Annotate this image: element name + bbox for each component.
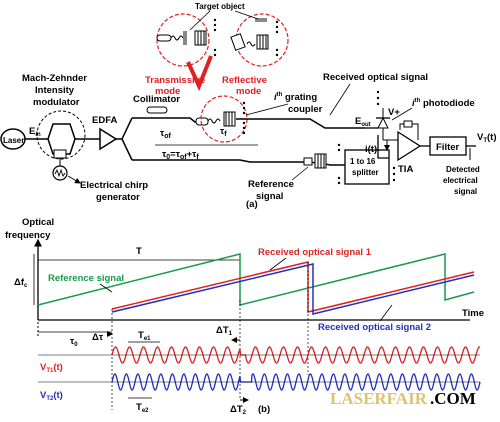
grating-coupler-label-2: coupler	[288, 104, 323, 115]
watermark: LASERFAIR .COM	[330, 389, 476, 408]
mzm-dashed-circle	[36, 110, 86, 160]
received-signal-1-label: Received optical signal 1	[258, 247, 372, 258]
mzm-label-1: Mach-Zehnder	[22, 73, 87, 84]
received-signal-2-sawtooth	[111, 263, 475, 315]
reference-sawtooth	[37, 253, 475, 306]
filter-label: Filter	[436, 142, 460, 153]
caption-a: (a)	[246, 199, 258, 210]
mzm-label-3: modulator	[33, 97, 80, 108]
received-signal-2-label: Received optical signal 2	[318, 322, 431, 333]
caption-b: (b)	[258, 404, 270, 415]
tia-amplifier	[397, 130, 422, 162]
vplus-label: V+	[388, 107, 400, 118]
reference-fiber	[132, 159, 345, 166]
target-object-reflective	[255, 18, 267, 22]
laser-label: Laser	[3, 136, 24, 145]
reflective-mode-label-1: Reflective	[222, 75, 267, 86]
tau-f-label: τf	[220, 126, 227, 138]
mzm-electrode	[53, 149, 67, 159]
splitter-label-2: splitter	[352, 168, 379, 177]
chirp-generator-label-1: Electrical chirp	[80, 180, 148, 191]
grating-coupler-label-1: ith grating	[274, 92, 317, 103]
vt-output-label: VT(t)	[477, 132, 497, 144]
mzm-label-2: Intensity	[35, 85, 75, 96]
reference-signal-label: Reference signal	[48, 273, 124, 284]
transmissive-mode-label-1: Transmissive	[145, 75, 205, 86]
te1-label: Te1	[138, 330, 151, 342]
vt2-label: VT2(t)	[40, 390, 63, 402]
e-in-label: Ein	[29, 126, 41, 138]
edfa-label: EDFA	[92, 115, 117, 126]
time-label: Time	[462, 308, 484, 319]
grating-array-dots	[242, 101, 246, 135]
y-axis-label-2: frequency	[5, 230, 51, 241]
target-object-label: Target object	[195, 2, 245, 11]
transmissive-mode-label-2: mode	[155, 86, 180, 97]
collimator-label: Collimator	[133, 94, 180, 105]
collimator-icon	[146, 106, 168, 114]
e-out-label: Eout	[355, 116, 371, 128]
photodiode-label: ith photodiode	[412, 98, 475, 109]
y-axis-label-1: Optical	[22, 217, 54, 228]
period-label: T	[136, 246, 142, 257]
reference-signal-label-1: Reference	[248, 179, 294, 190]
te2-label: Te2	[136, 402, 149, 414]
detected-label-3: signal	[454, 187, 477, 196]
splitter-label-1: 1 to 16	[350, 157, 376, 166]
delta-tau-label: Δτ	[92, 332, 104, 343]
target-object-transmissive	[183, 31, 187, 45]
chirp-generator-label-2: generator	[96, 192, 140, 203]
part-b-timing-diagram: Optical frequency Time T Δfc Reference s…	[5, 217, 484, 416]
splitter-box	[344, 149, 390, 185]
received-signal-fiber	[236, 118, 365, 129]
vt1-label: VT1(t)	[40, 362, 63, 374]
detected-label-2: electrical	[443, 176, 478, 185]
tau-of-label: τof	[160, 128, 172, 140]
detected-label-1: Detected	[446, 165, 480, 174]
reflective-mode-label-2: mode	[236, 86, 261, 97]
tia-label: TIA	[398, 164, 413, 175]
photodiode-icon	[376, 108, 390, 129]
reference-signal-label-2: signal	[256, 191, 283, 202]
received-optical-label: Received optical signal	[323, 72, 428, 83]
watermark-main: LASERFAIR	[330, 389, 428, 408]
collimator-fiber	[132, 117, 205, 123]
tau0-label: τ0	[70, 336, 78, 348]
current-label: i(t)	[365, 144, 377, 155]
tau-equation: τ0=τof+τf	[162, 149, 199, 161]
delta-f-label: Δfc	[14, 277, 28, 289]
mode-select-arrow	[186, 55, 213, 92]
dT1-label: ΔT1	[216, 325, 233, 337]
edfa-amplifier	[99, 127, 118, 151]
vt1-waveform	[111, 346, 481, 364]
dT2-label: ΔT2	[230, 404, 247, 416]
part-a-system-diagram: Laser Ein Mach-Zehnder Intensity modulat…	[0, 2, 497, 210]
watermark-suffix: .COM	[430, 389, 476, 408]
